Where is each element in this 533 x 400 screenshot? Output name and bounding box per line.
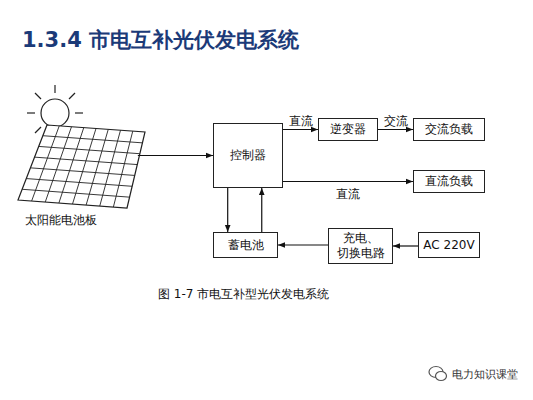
arrow-connector xyxy=(278,244,328,245)
box-label: 控制器 xyxy=(230,148,266,163)
diagram-title: 1.3.4 市电互补光伏发电系统 xyxy=(22,26,299,54)
edge-label: 交流 xyxy=(384,113,408,130)
arrow-connector xyxy=(378,129,413,130)
arrow-connector xyxy=(393,245,418,246)
edge-label: 直流 xyxy=(336,186,360,203)
process-box: 直流负载 xyxy=(413,170,485,193)
box-label: 充电、 切换电路 xyxy=(331,231,390,261)
box-label: 逆变器 xyxy=(330,122,366,137)
process-box: 控制器 xyxy=(213,123,283,188)
solar-panel: 太阳能电池板 xyxy=(15,120,150,230)
box-label: AC 220V xyxy=(423,238,474,253)
box-label: 直流负载 xyxy=(425,174,473,189)
box-label: 交流负载 xyxy=(425,122,473,137)
process-box: AC 220V xyxy=(418,232,480,258)
process-box: 逆变器 xyxy=(318,118,378,141)
process-box: 充电、 切换电路 xyxy=(328,228,393,264)
arrow-connector xyxy=(227,188,228,232)
arrow-connector xyxy=(283,181,413,182)
process-box: 交流负载 xyxy=(413,118,485,141)
panel-label: 太阳能电池板 xyxy=(25,212,97,229)
figure-caption: 图 1-7 市电互补型光伏发电系统 xyxy=(158,286,329,303)
solar-panel-drawing xyxy=(15,120,150,212)
process-box: 蓄电池 xyxy=(213,232,278,258)
box-label: 蓄电池 xyxy=(228,238,264,253)
arrow-connector xyxy=(261,188,262,232)
wechat-icon xyxy=(428,365,448,382)
edge-label: 直流 xyxy=(289,113,313,130)
arrow-connector xyxy=(283,129,318,130)
arrow-connector xyxy=(138,155,213,156)
watermark: 电力知识课堂 xyxy=(452,367,518,382)
